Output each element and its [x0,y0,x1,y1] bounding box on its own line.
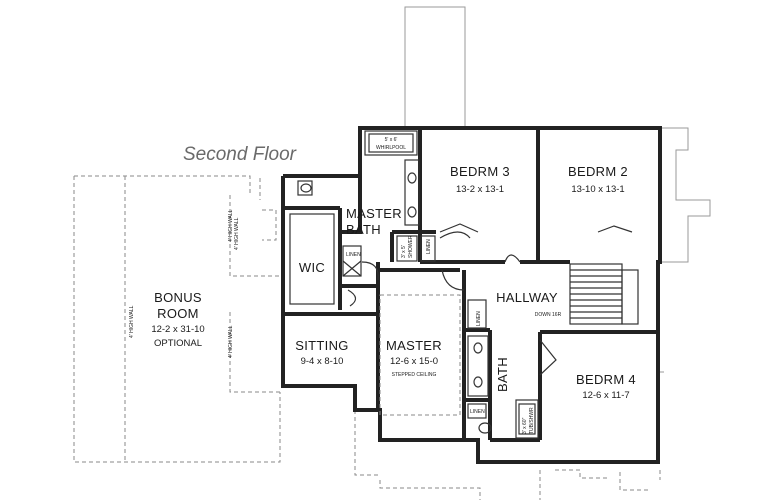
whirlpool-label: WHIRLPOOL [376,145,406,151]
wall-note: 4' HIGH WALL [129,305,135,338]
fixtures [289,130,639,439]
room-name: ROOM [157,306,199,321]
linen-label: LINEN [476,311,482,326]
room-name: WIC [299,260,325,275]
room-dims: 12-2 x 31-10 [151,324,204,335]
linen-label: LINEN [346,252,361,258]
shower-label: SHOWER [408,235,414,258]
wall-note: 4' HIGH WALL [234,217,240,250]
tub-size-label: 3' x 60" [522,417,528,434]
room-bath: BATH [495,357,510,392]
room-dims: 13-2 x 13-1 [456,184,504,195]
door-swing [597,225,633,233]
room-name: BATH [346,222,381,237]
room-name: BATH [495,357,510,392]
stair-note: DOWN 16R [535,312,562,318]
bath-toilet-icon [478,422,492,434]
stepped-ceiling-outline [379,294,461,416]
room-name: MASTER [346,206,402,221]
sink-icon [407,172,417,184]
wic-shelving [289,213,335,305]
wall-note: 4' HIGH WALL [228,209,234,242]
room-name: BEDRM 3 [450,164,510,179]
room-dims: 12-6 x 11-7 [582,390,629,401]
toilet-icon [297,180,313,196]
tub-icon [515,399,539,439]
linen-label: LINEN [470,409,485,415]
hall-linen-closet [467,299,487,329]
room-bedrm3: BEDRM 3 13-2 x 13-1 [450,164,510,195]
door-swing [504,254,521,263]
sink-icon [407,206,417,218]
room-note: OPTIONAL [154,338,202,349]
room-bedrm2: BEDRM 2 13-10 x 13-1 [568,164,628,195]
room-wic: WIC [299,260,325,275]
bath-vanity-icon [467,335,489,397]
door-swing [439,223,479,233]
linen-closet [342,245,362,277]
wall-note: 4' HIGH WALL [228,325,234,358]
whirlpool-tub-icon [364,130,418,156]
linen-label: LINEN [426,239,432,254]
roof-outline [73,6,711,500]
exterior-walls [281,126,662,464]
room-name: BEDRM 2 [568,164,628,179]
room-name: SITTING [295,338,348,353]
shower-size-label: 3' x 5' [401,245,407,258]
door-swing [361,261,379,281]
room-sitting: SITTING 9-4 x 8-10 [295,338,348,367]
door-swing [441,269,465,291]
room-dims: 13-10 x 13-1 [571,184,624,195]
room-bonus: BONUS ROOM 12-2 x 31-10 OPTIONAL [151,290,204,349]
room-bedrm4: BEDRM 4 12-6 x 11-7 [576,372,636,401]
door-swing [539,339,557,376]
door-swing [347,289,357,307]
staircase [569,263,639,325]
room-name: BEDRM 4 [576,372,636,387]
plan-title: Second Floor [183,144,297,165]
room-hallway: HALLWAY DOWN 16R [496,290,561,318]
shower-icon [396,235,418,262]
room-name: MASTER [386,338,442,353]
vanity-icon [404,159,420,226]
tub-label: TUB/SHWR [529,407,535,434]
room-dims: 12-6 x 15-0 [390,356,438,367]
whirlpool-size-label: 5' x 6' [385,137,398,143]
room-master: MASTER 12-6 x 15-0 STEPPED CEILING [386,338,442,378]
room-master-bath: MASTER BATH [346,206,402,237]
interior-walls [283,128,658,442]
room-note: STEPPED CEILING [392,372,437,378]
room-name: BONUS [154,290,202,305]
fixture-labels: 5' x 6' WHIRLPOOL 3' x 5' SHOWER LINEN L… [129,137,535,434]
room-dims: 9-4 x 8-10 [301,356,344,367]
room-name: HALLWAY [496,290,558,305]
